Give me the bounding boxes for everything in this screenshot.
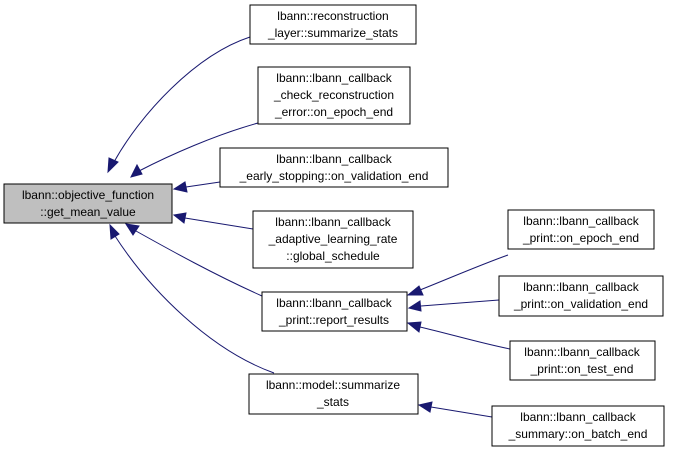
node-model-summarize-stats[interactable]: lbann::model::summarize _stats xyxy=(248,373,419,415)
node-print-on-test-end[interactable]: lbann::lbann_callback _print::on_test_en… xyxy=(509,340,656,381)
edge-recon-summarize-to-root xyxy=(107,36,251,174)
node-label-line: lbann::lbann_callback xyxy=(275,215,391,229)
node-label-line: lbann::lbann_callback xyxy=(523,214,639,228)
node-label-line: _check_reconstruction xyxy=(273,88,394,102)
node-label-line: lbann::lbann_callback xyxy=(276,71,392,85)
node-adaptive-learning-rate-global-schedule[interactable]: lbann::lbann_callback _adaptive_learning… xyxy=(252,210,414,269)
node-label-line: lbann::model::summarize xyxy=(266,378,400,392)
node-check-reconstruction-error-on-epoch-end[interactable]: lbann::lbann_callback _check_reconstruct… xyxy=(257,66,411,125)
node-label-line: _print::on_epoch_end xyxy=(522,231,639,245)
node-label-line: _adaptive_learning_rate xyxy=(268,232,398,246)
node-label-line: lbann::lbann_callback xyxy=(523,280,639,294)
edge-print-epoch-end-to-report xyxy=(406,254,509,296)
edge-adaptive-lr-to-root xyxy=(172,212,254,230)
node-summary-on-batch-end[interactable]: lbann::lbann_callback _summary::on_batch… xyxy=(491,405,665,447)
node-label-line: _layer::summarize_stats xyxy=(267,26,398,40)
edge-report-results-to-root xyxy=(124,223,263,297)
edge-model-summarize-to-root xyxy=(109,223,275,374)
node-label-line: _print::report_results xyxy=(278,313,389,327)
edge-print-test-end-to-report xyxy=(406,321,511,350)
node-label-line: lbann::lbann_callback xyxy=(276,296,392,310)
node-label-line: lbann::objective_function xyxy=(22,188,154,202)
node-objective-function-get-mean-value[interactable]: lbann::objective_function ::get_mean_val… xyxy=(3,183,173,224)
edge-summary-batch-end-to-model xyxy=(417,401,493,418)
node-label-line: lbann::reconstruction xyxy=(277,9,388,23)
edge-check-recon-to-root xyxy=(130,122,259,178)
node-label-line: _print::on_validation_end xyxy=(513,297,648,311)
node-print-on-validation-end[interactable]: lbann::lbann_callback _print::on_validat… xyxy=(498,275,664,317)
node-label-line: _error::on_epoch_end xyxy=(274,105,393,119)
node-label-line: lbann::lbann_callback xyxy=(276,152,392,166)
node-label-line: _stats xyxy=(316,395,349,409)
node-label-line: ::global_schedule xyxy=(286,249,380,263)
edge-print-validation-end-to-report xyxy=(407,299,500,312)
node-label-line: _print::on_test_end xyxy=(530,362,634,376)
edge-early-stopping-to-root xyxy=(172,181,221,193)
node-label-line: lbann::lbann_callback xyxy=(520,410,636,424)
node-early-stopping-on-validation-end[interactable]: lbann::lbann_callback _early_stopping::o… xyxy=(219,147,449,188)
node-print-on-epoch-end[interactable]: lbann::lbann_callback _print::on_epoch_e… xyxy=(507,209,655,250)
node-reconstruction-layer-summarize-stats[interactable]: lbann::reconstruction _layer::summarize_… xyxy=(249,4,417,45)
node-label-line: _summary::on_batch_end xyxy=(508,427,648,441)
node-label-line: ::get_mean_value xyxy=(40,205,136,219)
node-label-line: lbann::lbann_callback xyxy=(524,345,640,359)
call-edges xyxy=(107,36,511,418)
node-print-report-results[interactable]: lbann::lbann_callback _print::report_res… xyxy=(261,291,408,332)
node-label-line: _early_stopping::on_validation_end xyxy=(239,169,429,183)
